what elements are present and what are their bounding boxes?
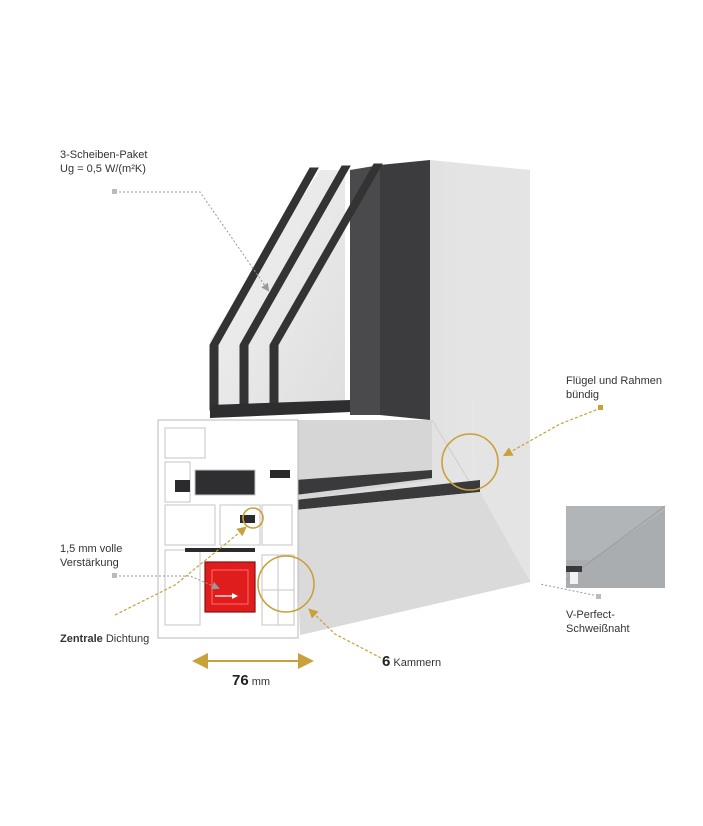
flush-label: Flügel und Rahmen bündig [566,374,662,402]
weld-label: V-Perfect- Schweißnaht [566,608,630,636]
chambers-leader [308,608,382,659]
reinforcement-label-line2: Verstärkung [60,557,119,569]
chambers-unit: Kammern [390,657,442,669]
flush-label-line1: Flügel und Rahmen [566,375,663,387]
chambers-label: 6 Kammern [382,653,442,670]
flush-highlight-circle [441,433,499,491]
glass-label-line1: 3-Scheiben-Paket [60,149,148,161]
flush-leader [502,407,602,457]
weld-label-line2: Schweißnaht [566,623,630,635]
depth-unit: mm [248,676,271,688]
reinforcement-label: 1,5 mm volle Verstärkung [60,542,122,570]
seal-label-bold: Zentrale [60,633,103,645]
glass-label: 3-Scheiben-Paket Ug = 0,5 W/(m²K) [60,148,147,176]
profile-cross-section [157,419,299,639]
weld-label-line1: V-Perfect- [566,609,615,621]
seal-leader [114,526,247,616]
chambers-highlight-circle [257,555,315,613]
reinforcement-label-line1: 1,5 mm volle [60,543,123,555]
flush-label-line2: bündig [566,389,600,401]
chambers-value: 6 [382,653,391,670]
triple-glazing [209,160,430,420]
weld-leader [539,583,599,597]
seal-label: Zentrale Dichtung [60,632,149,646]
depth-label: 76 mm [232,672,271,689]
reinforcement-leader [115,575,220,590]
weld-detail-photo [565,505,666,588]
seal-highlight-circle [242,507,264,529]
sash-rail [295,420,530,635]
depth-value: 76 [232,672,249,689]
seal-label-rest: Dichtung [102,633,150,645]
glass-label-line2: Ug = 0,5 W/(m²K) [60,163,146,175]
glass-leader [115,191,270,292]
